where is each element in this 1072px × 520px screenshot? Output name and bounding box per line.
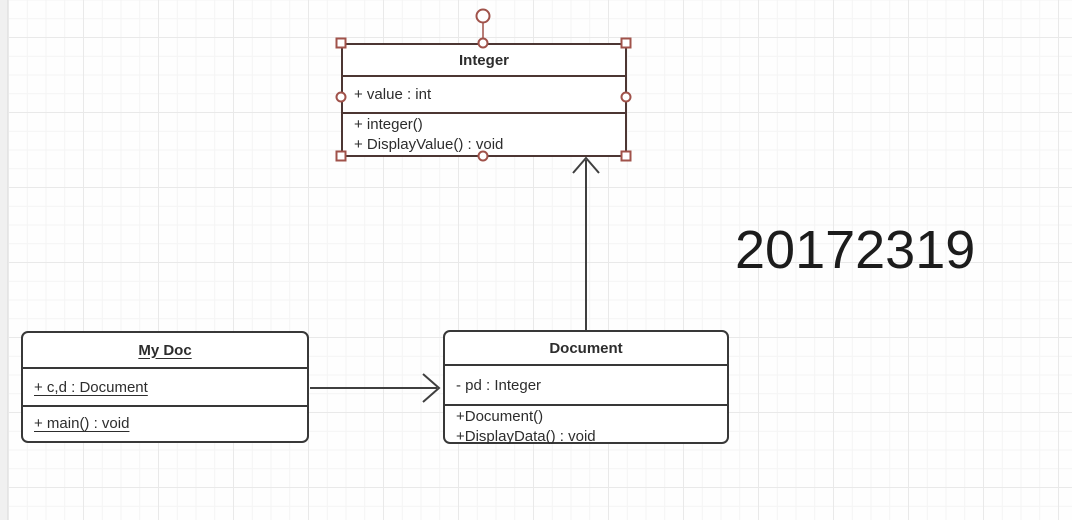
class-title: Document [445, 332, 727, 366]
attributes-compartment: + c,d : Document [23, 369, 307, 407]
class-title: Integer [343, 45, 625, 77]
methods-compartment: + integer() + DisplayValue() : void [343, 114, 625, 155]
class-method[interactable]: + DisplayValue() : void [354, 136, 504, 153]
association-arrow-document-to-integer[interactable] [572, 156, 600, 330]
class-box-mydoc[interactable]: My Doc + c,d : Document + main() : void [21, 331, 309, 443]
class-title: My Doc [23, 333, 307, 369]
class-box-integer[interactable]: Integer + value : int + integer() + Disp… [341, 43, 627, 157]
annotation-text[interactable]: 20172319 [735, 220, 976, 280]
class-method[interactable]: +Document() [456, 408, 544, 425]
open-arrowhead-icon [572, 156, 600, 174]
class-method[interactable]: + main() : void [34, 415, 130, 432]
class-attribute[interactable]: + value : int [354, 86, 432, 103]
class-attribute[interactable]: + c,d : Document [34, 378, 148, 396]
attributes-compartment: + value : int [343, 77, 625, 114]
association-arrow-mydoc-to-document[interactable] [310, 373, 441, 403]
class-method[interactable]: + integer() [354, 116, 423, 133]
canvas-gutter [0, 0, 8, 520]
class-method[interactable]: +DisplayData() : void [456, 428, 596, 445]
methods-compartment: + main() : void [23, 407, 307, 441]
class-box-document[interactable]: Document - pd : Integer +Document() +Dis… [443, 330, 729, 447]
attributes-compartment: - pd : Integer [445, 366, 727, 406]
rotation-handle[interactable] [475, 8, 491, 24]
open-arrowhead-icon [422, 373, 441, 403]
class-attribute[interactable]: - pd : Integer [456, 376, 542, 394]
methods-compartment: +Document() +DisplayData() : void [445, 406, 727, 447]
